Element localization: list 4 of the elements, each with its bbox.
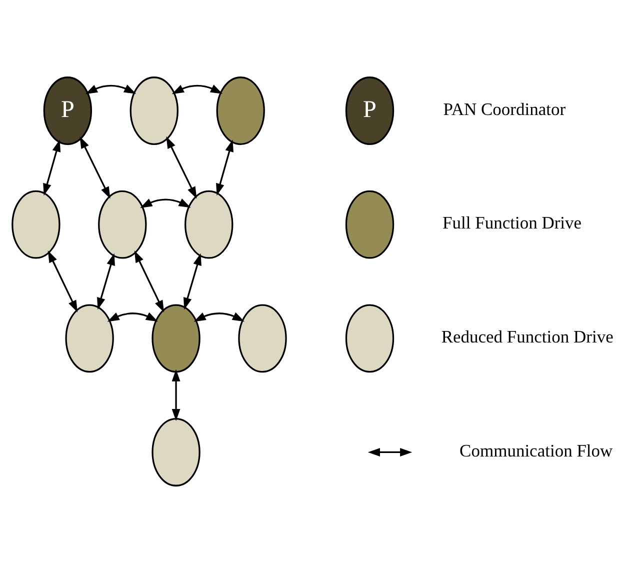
legend-label: Reduced Function Drive [441,326,614,346]
legend-label: Full Function Drive [442,212,582,232]
legend-label: Communication Flow [460,440,613,460]
legend-label: PAN Coordinator [443,98,566,118]
